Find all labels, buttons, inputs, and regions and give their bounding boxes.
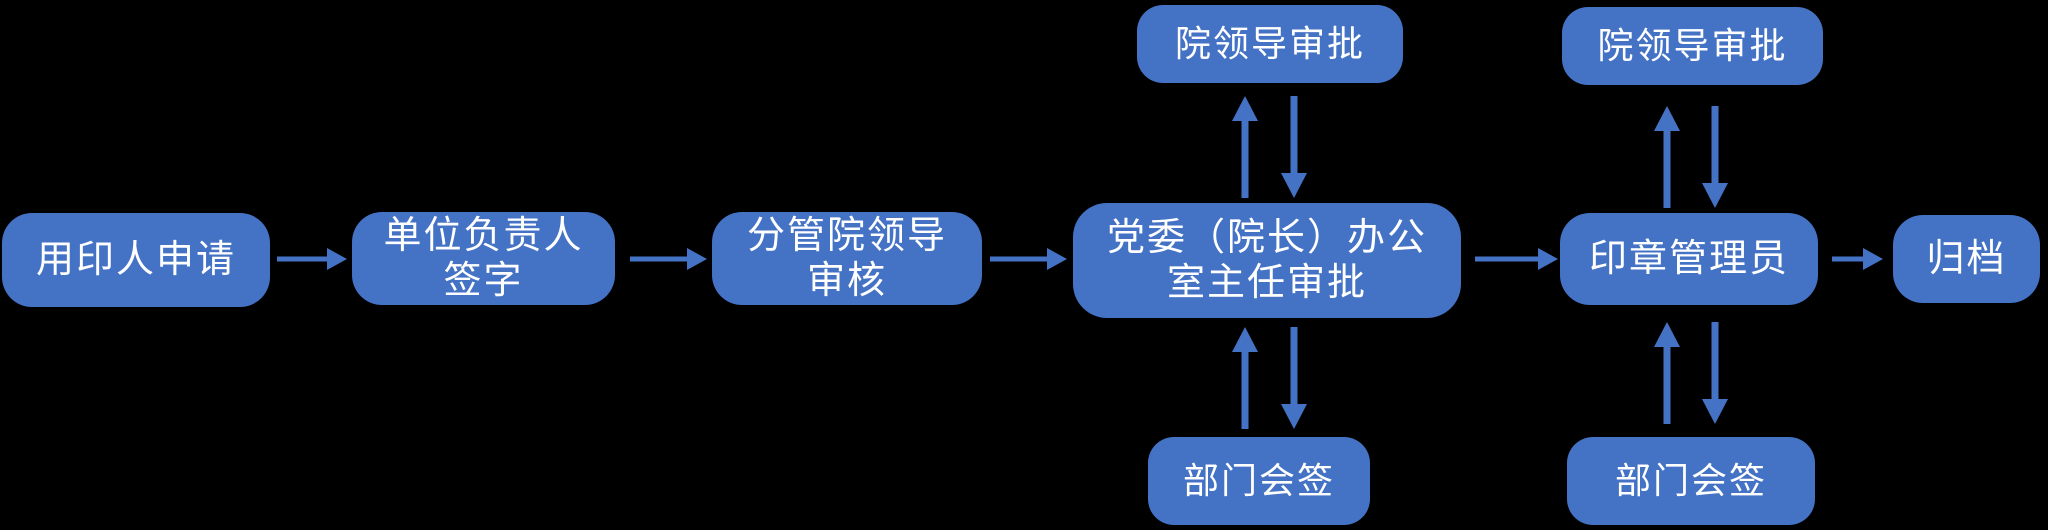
node-seal-administrator-label: 印章管理员 bbox=[1588, 237, 1789, 280]
arrow-down-icon bbox=[1281, 327, 1307, 429]
node-leader-approval-top-1-label: 院领导审批 bbox=[1174, 23, 1365, 65]
node-division-leader-review: 分管院领导 审核 bbox=[712, 212, 982, 305]
node-archive-label: 归档 bbox=[1926, 237, 2007, 280]
node-unit-head-signature: 单位负责人 签字 bbox=[352, 212, 615, 305]
arrow-right-icon bbox=[990, 247, 1067, 271]
arrow-up-icon bbox=[1232, 327, 1258, 429]
node-archive: 归档 bbox=[1893, 215, 2040, 303]
node-leader-approval-top-1: 院领导审批 bbox=[1137, 5, 1403, 83]
arrow-right-icon bbox=[1832, 247, 1883, 271]
arrow-right-icon bbox=[1475, 247, 1558, 271]
arrow-up-icon bbox=[1232, 96, 1258, 198]
arrow-up-icon bbox=[1654, 106, 1680, 208]
node-party-office-director-approval: 党委（院长）办公 室主任审批 bbox=[1073, 203, 1461, 318]
arrow-down-icon bbox=[1702, 106, 1728, 208]
node-unit-head-signature-label: 单位负责人 签字 bbox=[383, 215, 584, 302]
node-applicant: 用印人申请 bbox=[2, 213, 270, 307]
node-leader-approval-top-2-label: 院领导审批 bbox=[1597, 25, 1788, 67]
node-applicant-label: 用印人申请 bbox=[35, 238, 236, 281]
node-leader-approval-top-2: 院领导审批 bbox=[1562, 7, 1823, 85]
node-department-countersign-1: 部门会签 bbox=[1148, 437, 1370, 525]
arrow-right-icon bbox=[277, 247, 347, 271]
node-department-countersign-2: 部门会签 bbox=[1567, 437, 1815, 525]
arrow-down-icon bbox=[1281, 96, 1307, 198]
node-seal-administrator: 印章管理员 bbox=[1560, 213, 1818, 305]
arrow-down-icon bbox=[1702, 322, 1728, 424]
arrow-up-icon bbox=[1654, 322, 1680, 424]
node-division-leader-review-label: 分管院领导 审核 bbox=[746, 215, 947, 302]
arrow-right-icon bbox=[630, 247, 707, 271]
node-department-countersign-2-label: 部门会签 bbox=[1614, 460, 1767, 502]
node-party-office-director-approval-label: 党委（院长）办公 室主任审批 bbox=[1106, 217, 1427, 304]
node-department-countersign-1-label: 部门会签 bbox=[1182, 460, 1335, 502]
